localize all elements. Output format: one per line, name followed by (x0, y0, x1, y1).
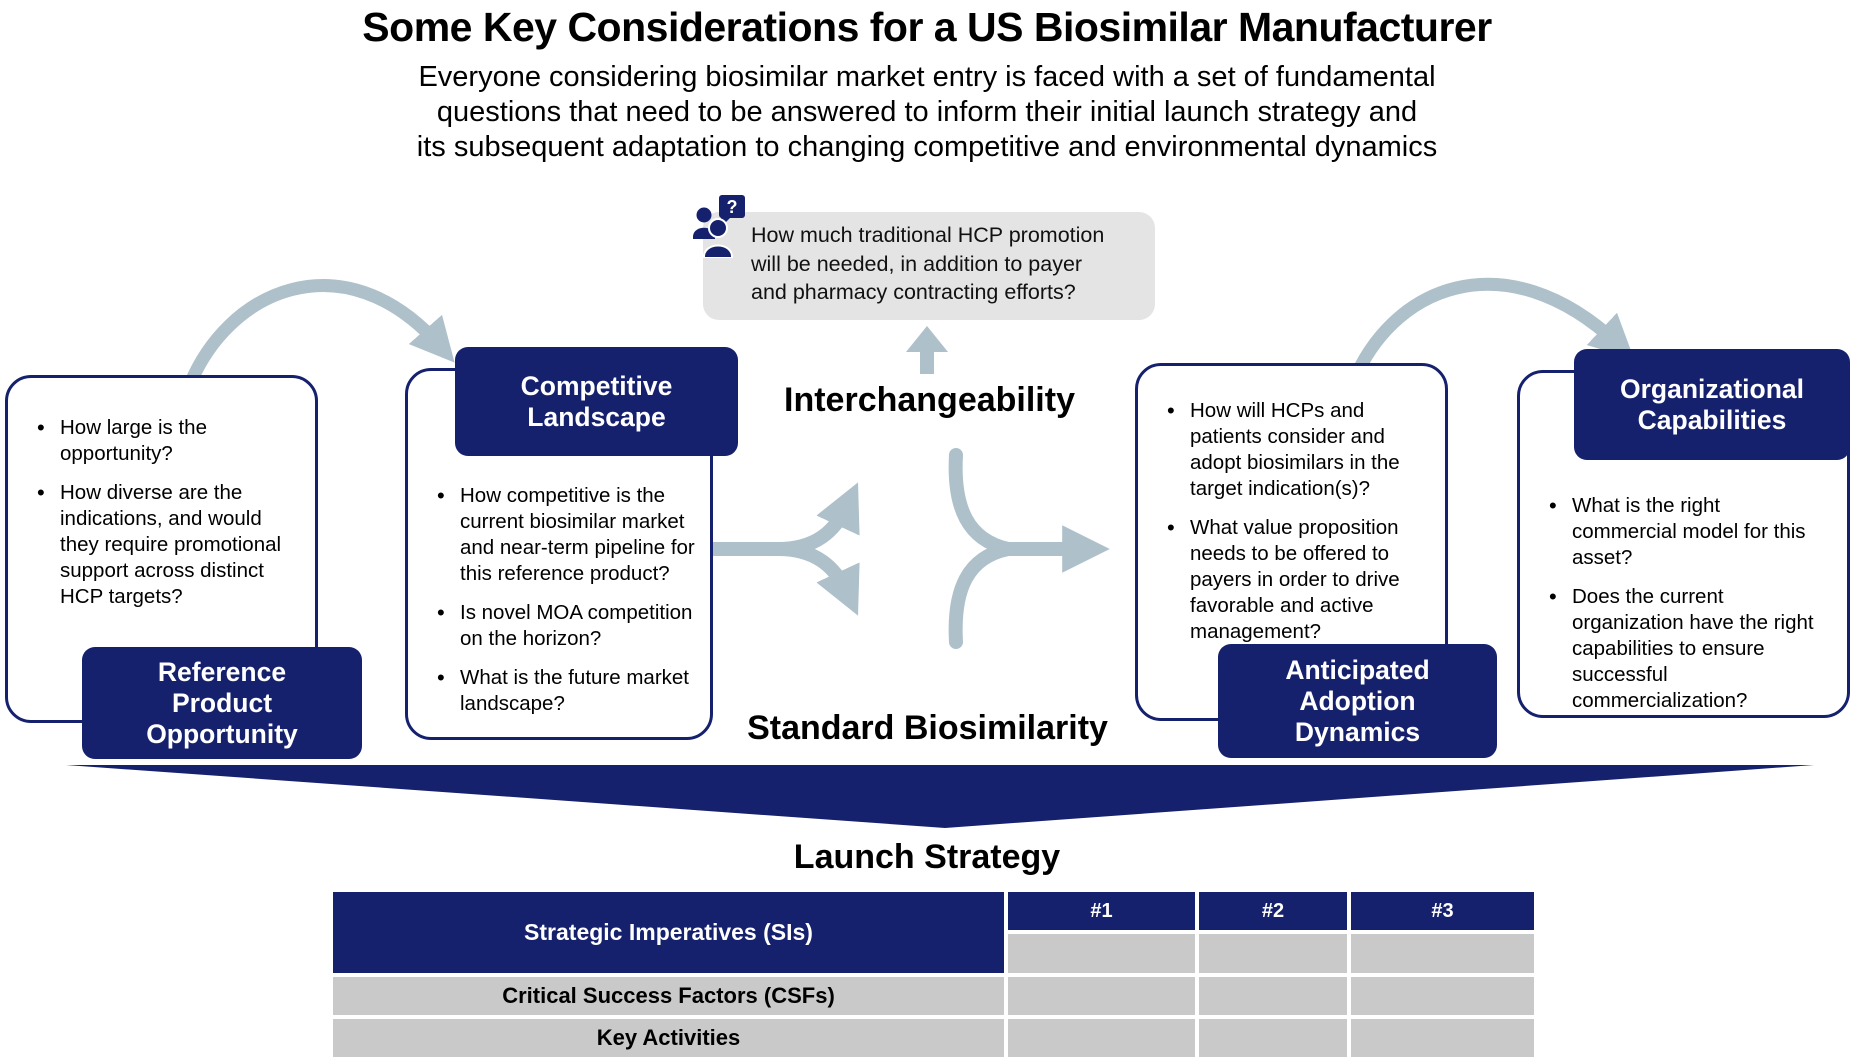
bullet-item: Does the current organization have the r… (1546, 583, 1823, 714)
page-subtitle: Everyone considering biosimilar market e… (416, 61, 1438, 164)
people-question-icon: ? (693, 195, 745, 258)
bullet-list: How competitive is the current biosimila… (408, 371, 710, 717)
standard-biosimilarity-label: Standard Biosimilarity (747, 709, 1108, 747)
table-empty-cell (1008, 934, 1195, 973)
hcp-promotion-callout: How much traditional HCP promotion will … (703, 212, 1155, 320)
table-empty-cell (1199, 977, 1347, 1015)
table-empty-cell (1008, 1019, 1195, 1057)
arc-arrow-right (1344, 277, 1635, 395)
launch-strategy-label: Launch Strategy (793, 838, 1061, 876)
pill-label: Competitive Landscape (520, 370, 673, 432)
table-empty-cell (1351, 977, 1534, 1015)
bullet-item: How will HCPs and patients consider and … (1164, 397, 1437, 502)
interchangeability-label: Interchangeability (784, 381, 1075, 419)
pill-label: Reference Product Opportunity (146, 656, 298, 749)
interchangeability-up-arrow (906, 326, 948, 374)
launch-funnel-triangle (66, 765, 1814, 828)
bullet-item: What value proposition needs to be offer… (1164, 514, 1437, 645)
reference-product-opportunity-title: Reference Product Opportunity (82, 647, 362, 759)
bullet-item: How competitive is the current biosimila… (434, 482, 702, 587)
table-empty-cell (1351, 1019, 1534, 1057)
table-column-header: #2 (1199, 892, 1347, 930)
strategic-imperatives-table: Strategic Imperatives (SIs) #1 #2 #3 Cri… (333, 892, 1534, 1057)
table-empty-cell (1199, 1019, 1347, 1057)
page-title: Some Key Considerations for a US Biosimi… (362, 4, 1492, 50)
table-row-label: Critical Success Factors (CSFs) (333, 977, 1004, 1015)
arc-arrow-left (180, 279, 455, 399)
organizational-capabilities-title: Organizational Capabilities (1574, 349, 1850, 460)
table-column-header: #1 (1008, 892, 1195, 930)
pill-label: Organizational Capabilities (1619, 373, 1805, 435)
competitive-landscape-title: Competitive Landscape (455, 347, 738, 456)
bullet-list: How large is the opportunity? How divers… (8, 378, 315, 610)
table-row-label: Key Activities (333, 1019, 1004, 1057)
fork-arrow (706, 482, 860, 616)
merge-arrow (948, 448, 1110, 649)
bullet-list: How will HCPs and patients consider and … (1138, 366, 1445, 645)
table-empty-cell (1008, 977, 1195, 1015)
anticipated-adoption-dynamics-title: Anticipated Adoption Dynamics (1218, 644, 1497, 758)
bullet-item: Is novel MOA competition on the horizon? (434, 599, 702, 652)
callout-text: How much traditional HCP promotion will … (751, 223, 1105, 305)
bullet-item: How large is the opportunity? (34, 414, 303, 467)
bullet-list: What is the right commercial model for t… (1520, 373, 1847, 714)
table-row-header: Strategic Imperatives (SIs) (333, 892, 1004, 973)
table-empty-cell (1351, 934, 1534, 973)
table-column-header: #3 (1351, 892, 1534, 930)
bullet-item: How diverse are the indications, and wou… (34, 479, 303, 610)
competitive-landscape-box: How competitive is the current biosimila… (405, 368, 713, 740)
bullet-item: What is the right commercial model for t… (1546, 492, 1823, 571)
question-mark: ? (727, 197, 738, 217)
pill-label: Anticipated Adoption Dynamics (1285, 654, 1430, 747)
table-empty-cell (1199, 934, 1347, 973)
bullet-item: What is the future market landscape? (434, 664, 702, 717)
